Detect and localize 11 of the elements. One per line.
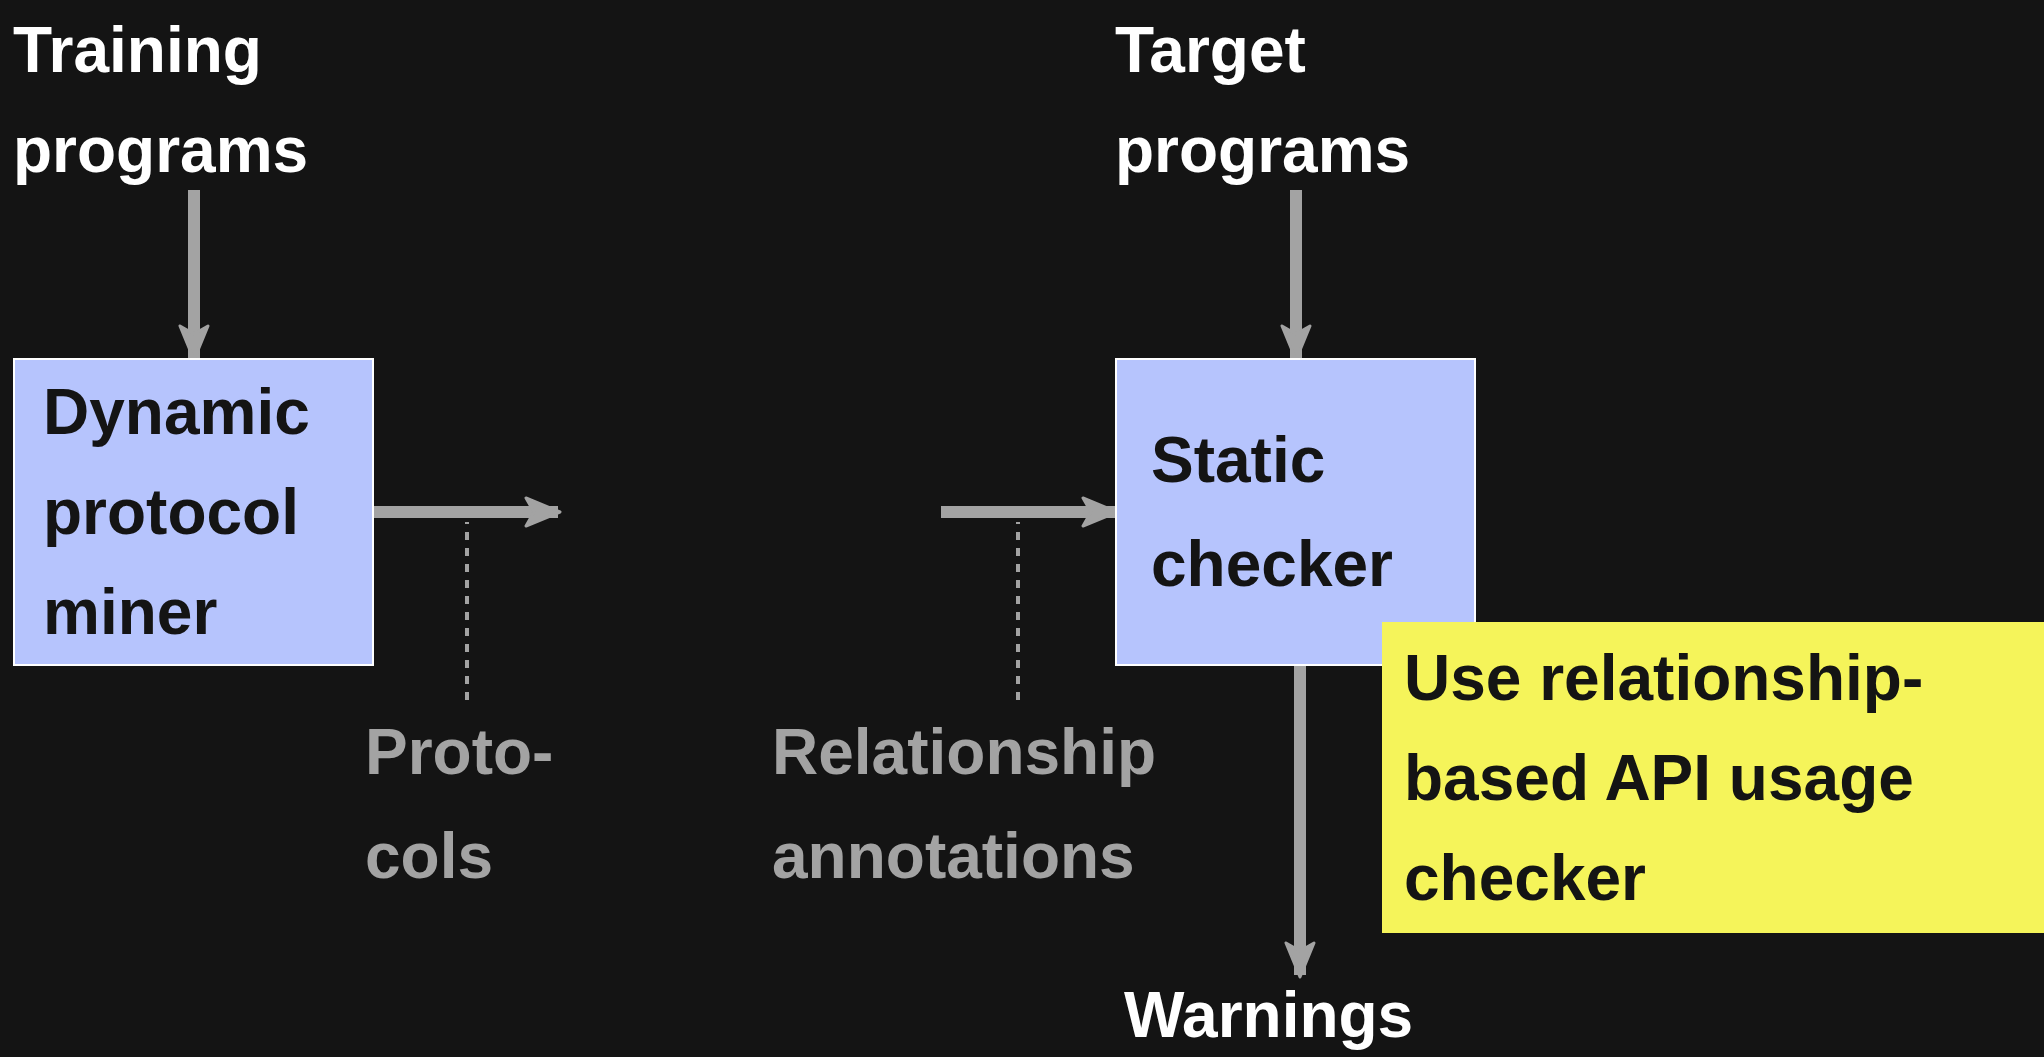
arrow	[1284, 666, 1316, 979]
heading-text: Training programs	[13, 0, 453, 190]
arrow	[374, 496, 562, 528]
leader-line	[1016, 522, 1020, 700]
output-label: Relationship annotations	[772, 700, 1272, 908]
output-text: Warnings	[1124, 975, 1524, 1055]
note-box: Use relationship-based API usage checker	[1382, 622, 2044, 933]
output-label: Proto-cols	[365, 700, 605, 908]
heading-text: Target programs	[1115, 0, 1555, 190]
leader-line	[465, 522, 469, 700]
process-box: Dynamic protocol miner	[13, 358, 374, 666]
